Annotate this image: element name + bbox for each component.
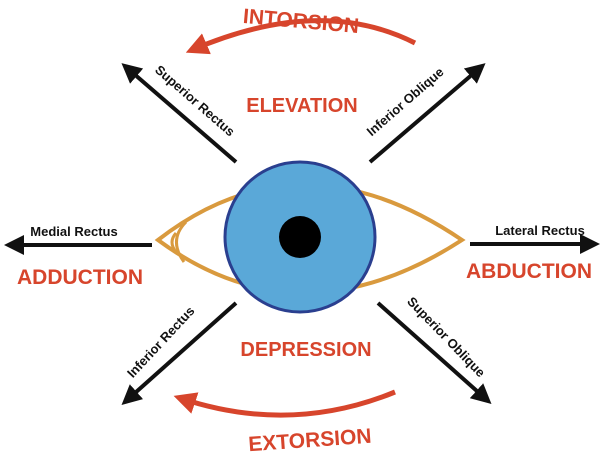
- elevation-label: ELEVATION: [246, 95, 357, 117]
- depression-label: DEPRESSION: [240, 339, 371, 361]
- inferior-oblique-label: Inferior Oblique: [364, 64, 447, 139]
- adduction-label: ADDUCTION: [17, 266, 143, 289]
- pupil: [279, 216, 321, 258]
- intorsion-label: INTORSION: [242, 5, 360, 38]
- lateral-rectus-label: Lateral Rectus: [495, 223, 585, 238]
- eye: [158, 162, 462, 312]
- extorsion-label: EXTORSION: [248, 425, 373, 457]
- extorsion-arrow: [180, 392, 395, 415]
- medial-rectus-label: Medial Rectus: [30, 224, 117, 239]
- abduction-label: ABDUCTION: [466, 260, 592, 283]
